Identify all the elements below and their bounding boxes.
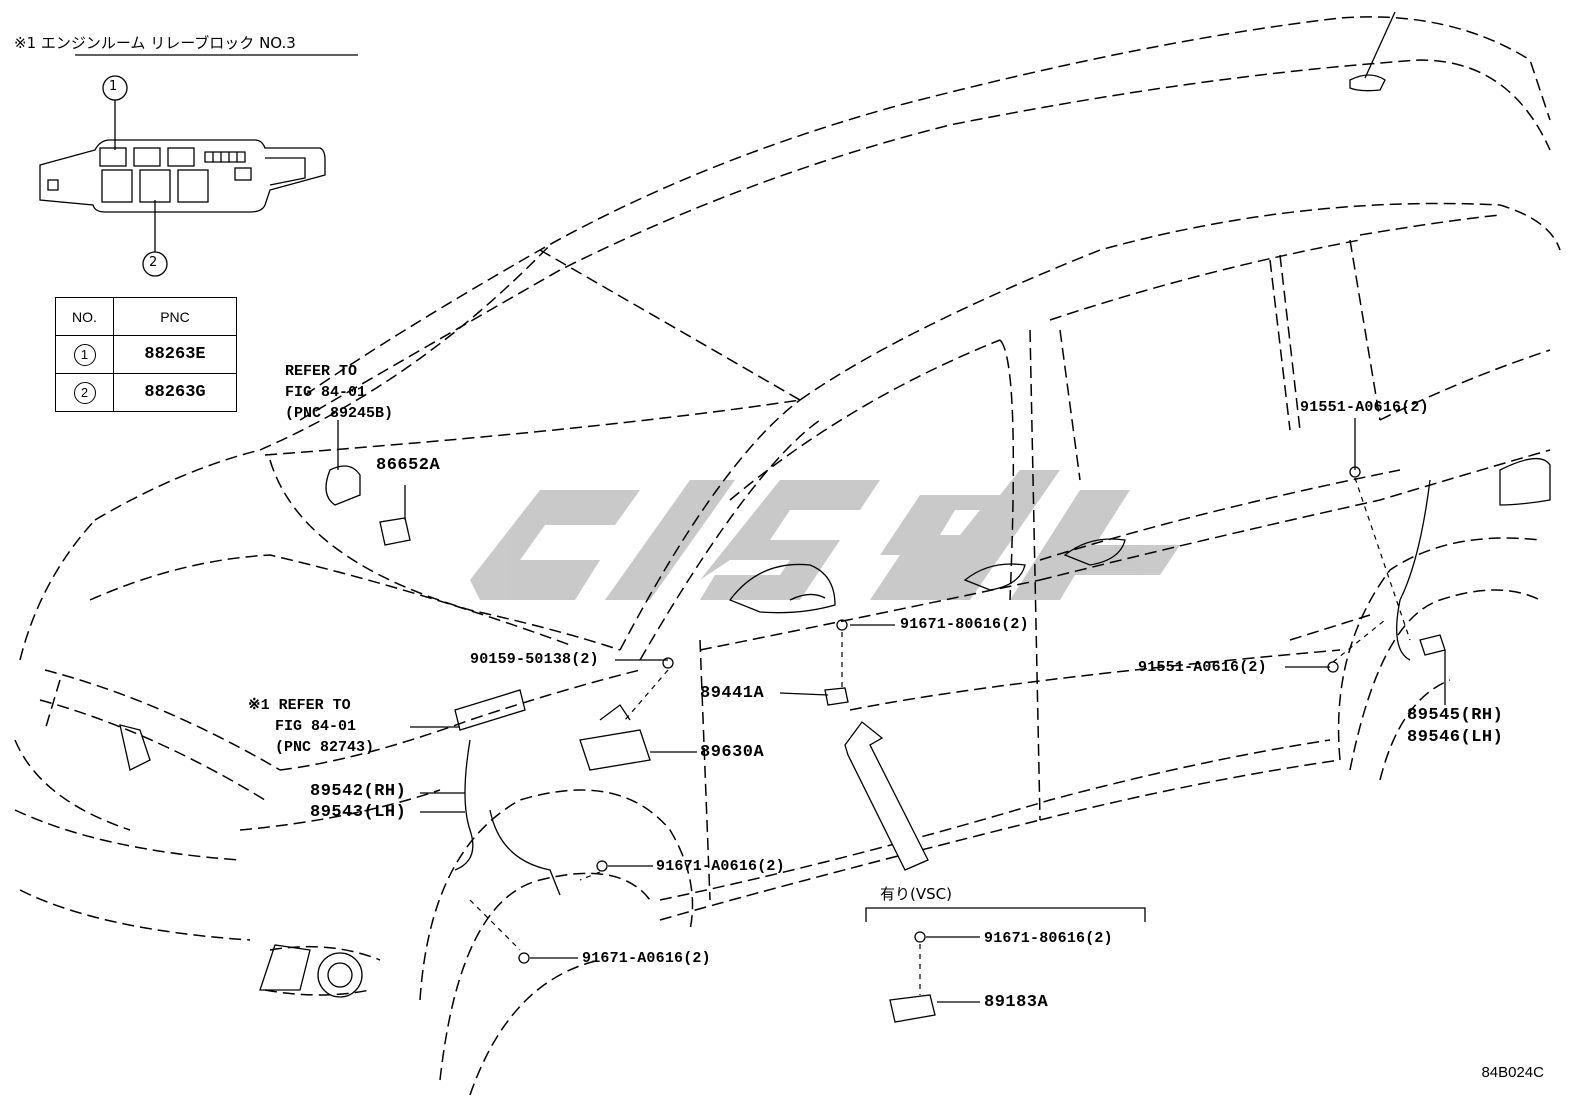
part-90159-50138[interactable]: 90159-50138(2) <box>470 651 599 668</box>
relay-callout-1: 1 <box>109 79 118 94</box>
pnc-row-value[interactable]: 88263G <box>113 373 237 412</box>
part-89441A[interactable]: 89441A <box>700 684 765 703</box>
part-89542-rh[interactable]: 89542(RH) <box>310 782 407 801</box>
part-89543-lh[interactable]: 89543(LH) <box>310 803 407 822</box>
pnc-table-header-no: NO. <box>55 297 114 336</box>
relay-block-title: ※1 エンジンルーム リレーブロック NO.3 <box>14 34 296 52</box>
watermark-logo <box>470 470 1180 600</box>
pnc-table-header-pnc: PNC <box>113 297 237 336</box>
part-91671-A0616-mid[interactable]: 91671-A0616(2) <box>656 858 785 875</box>
pnc-table: NO. PNC 1 88263E 2 88263G <box>55 297 237 412</box>
reference-note-fig-84-01-top[interactable]: REFER TO FIG 84-01 (PNC 89245B) <box>285 363 394 422</box>
reference-note-relay[interactable]: ※1 REFER TO FIG 84-01 (PNC 82743) <box>248 697 375 756</box>
part-91671-80616-vsc[interactable]: 91671-80616(2) <box>984 930 1113 947</box>
part-89183A[interactable]: 89183A <box>984 993 1049 1012</box>
figure-code: 84B024C <box>1481 1064 1544 1081</box>
table-row: 1 88263E <box>55 335 237 374</box>
part-91551-A0616-top[interactable]: 91551-A0616(2) <box>1300 399 1429 416</box>
pnc-row-no: 1 <box>73 343 96 366</box>
pnc-row-no: 2 <box>73 381 96 404</box>
part-89545-rh[interactable]: 89545(RH) <box>1407 706 1504 725</box>
pnc-row-value[interactable]: 88263E <box>113 335 237 374</box>
relay-callout-2: 2 <box>149 255 158 270</box>
part-91551-A0616-mid[interactable]: 91551-A0616(2) <box>1138 659 1267 676</box>
part-89630A[interactable]: 89630A <box>700 743 765 762</box>
part-89546-lh[interactable]: 89546(LH) <box>1407 728 1504 747</box>
vsc-label: 有り(VSC) <box>880 885 952 903</box>
part-86652A[interactable]: 86652A <box>376 456 441 475</box>
table-row: 2 88263G <box>55 373 237 412</box>
part-91671-A0616-low[interactable]: 91671-A0616(2) <box>582 950 711 967</box>
part-91671-80616-top[interactable]: 91671-80616(2) <box>900 616 1029 633</box>
